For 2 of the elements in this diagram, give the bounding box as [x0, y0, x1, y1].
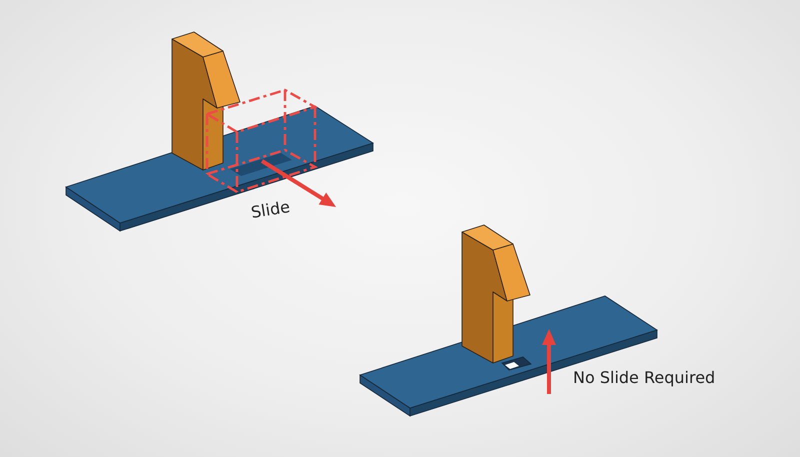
direction-label: Slide	[250, 198, 292, 222]
direction-label: No Slide Required	[573, 369, 716, 387]
